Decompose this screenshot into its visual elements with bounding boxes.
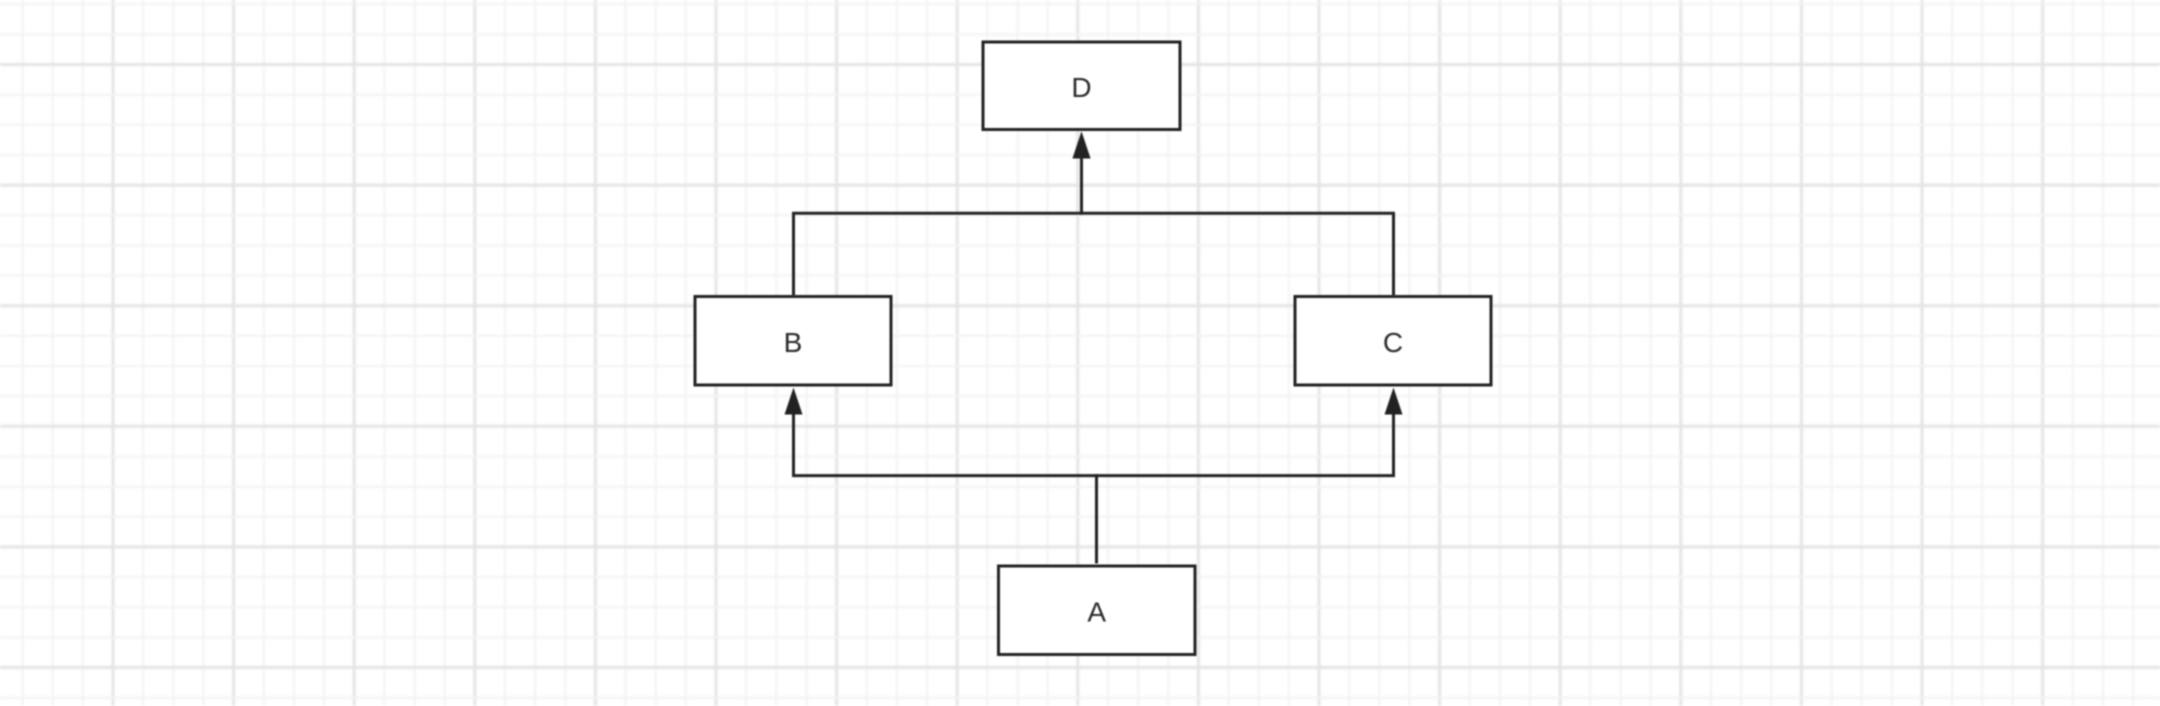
node-C[interactable]: C bbox=[1293, 295, 1493, 387]
node-B[interactable]: B bbox=[693, 295, 893, 387]
arrowhead-A-C bbox=[1384, 387, 1403, 415]
nodes: D B C A bbox=[693, 40, 1493, 656]
node-A[interactable]: A bbox=[997, 564, 1197, 656]
edges bbox=[784, 131, 1403, 564]
edge-C-D[interactable] bbox=[1072, 131, 1395, 297]
arrowhead-C-D bbox=[1072, 131, 1091, 159]
node-label-D: D bbox=[1071, 72, 1091, 103]
node-D[interactable]: D bbox=[981, 40, 1182, 131]
edge-A-C[interactable] bbox=[1095, 387, 1403, 564]
node-label-A: A bbox=[1087, 596, 1106, 627]
arrowhead-A-B bbox=[784, 387, 803, 415]
node-label-B: B bbox=[784, 327, 803, 358]
node-label-C: C bbox=[1383, 327, 1403, 358]
